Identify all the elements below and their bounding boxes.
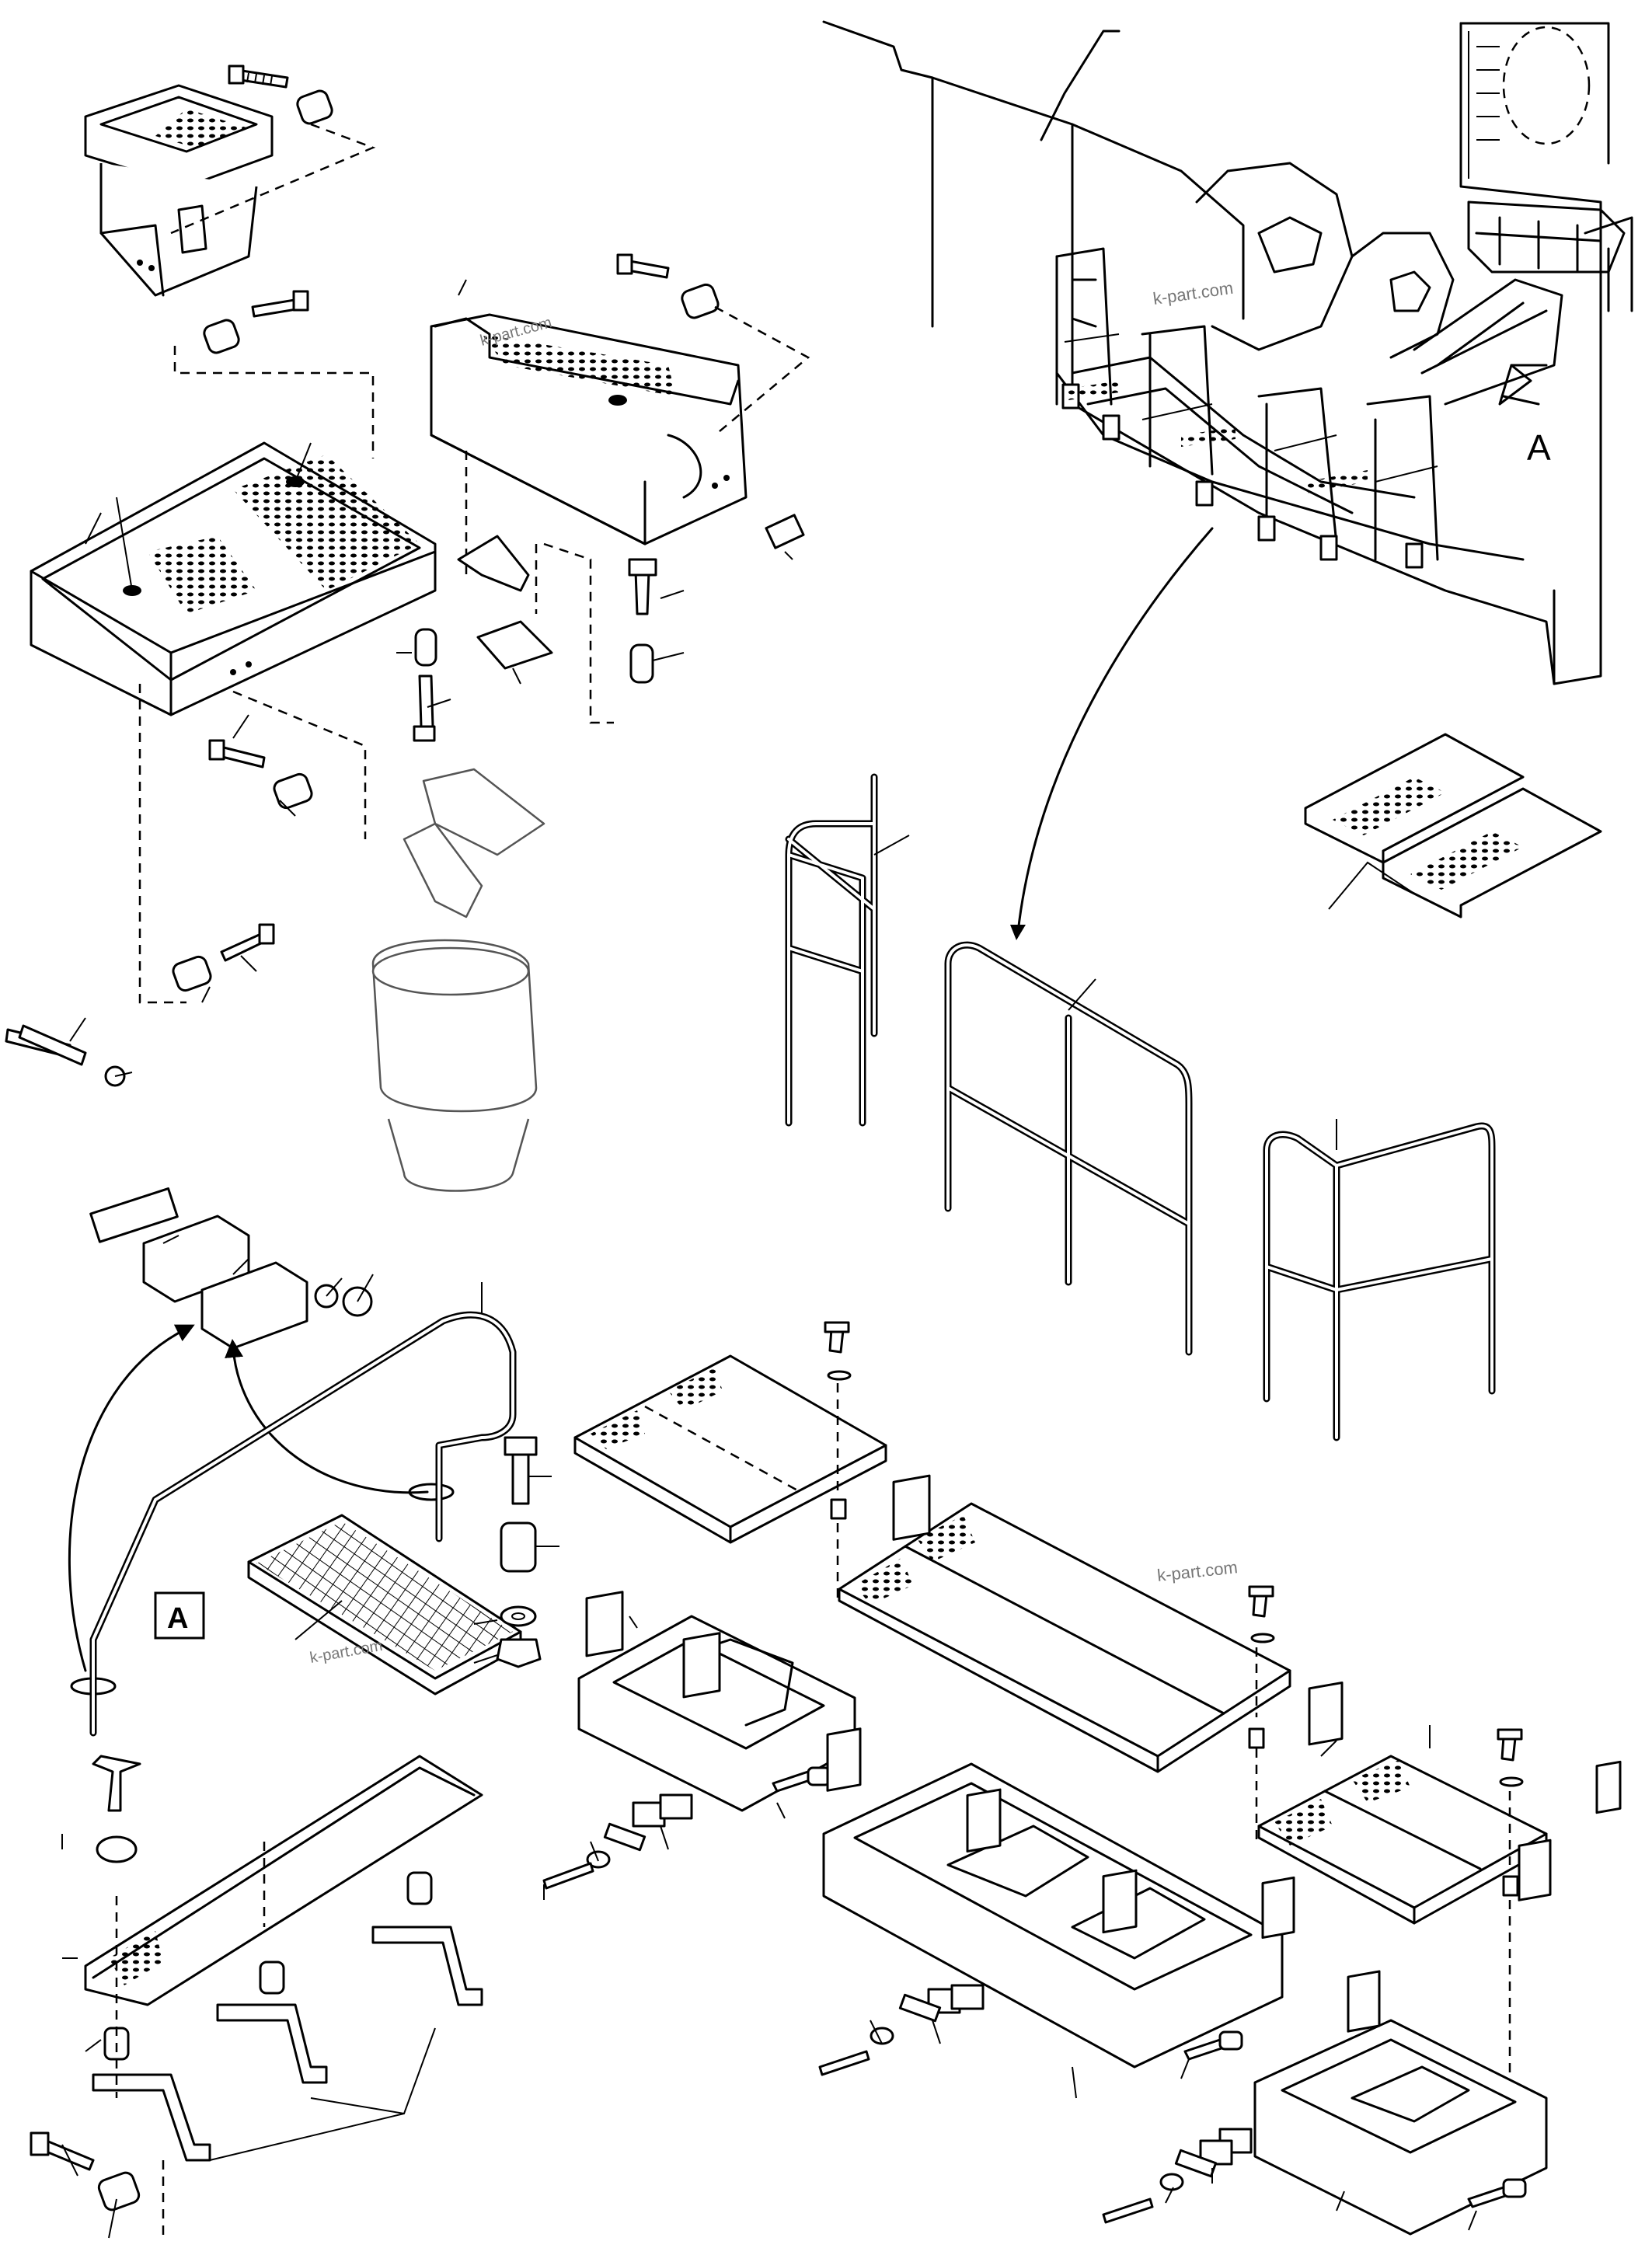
support-frame-center (542, 1474, 931, 1900)
machine-overview: A k-part.com (822, 20, 1633, 685)
step-channels (1304, 733, 1602, 918)
walkway-panel-upper-center (573, 1321, 887, 1601)
watermark-text: k-part.com (1156, 1557, 1239, 1585)
support-frame-long (818, 1681, 1344, 2099)
step-bracket-assembly (30, 64, 437, 1004)
handrail-assembly (785, 773, 1496, 1441)
clamp-detail (5, 1017, 455, 1696)
view-letter-a: A (1527, 427, 1551, 468)
support-frame-lower-right (1102, 1760, 1622, 2236)
detail-a-box-letter: A (167, 1602, 188, 1635)
detail-a-box (154, 1591, 205, 1640)
foot-step-assembly (30, 1755, 483, 2239)
overview-callout-arrow (1016, 527, 1214, 934)
watermark-text: k-part.com (308, 1637, 384, 1667)
walkway-panel-right (1257, 1725, 1548, 2075)
walkway-panel-long: k-part.com (838, 1502, 1291, 1842)
ghost-component-outline (371, 768, 545, 1192)
mesh-grating: k-part.com (247, 1514, 522, 1696)
upper-step-assembly: k-part.com (396, 253, 810, 742)
detail-a-handrail: A (89, 1282, 517, 1737)
center-bolt-stack (473, 1436, 559, 1668)
watermark-text: k-part.com (1152, 278, 1234, 308)
